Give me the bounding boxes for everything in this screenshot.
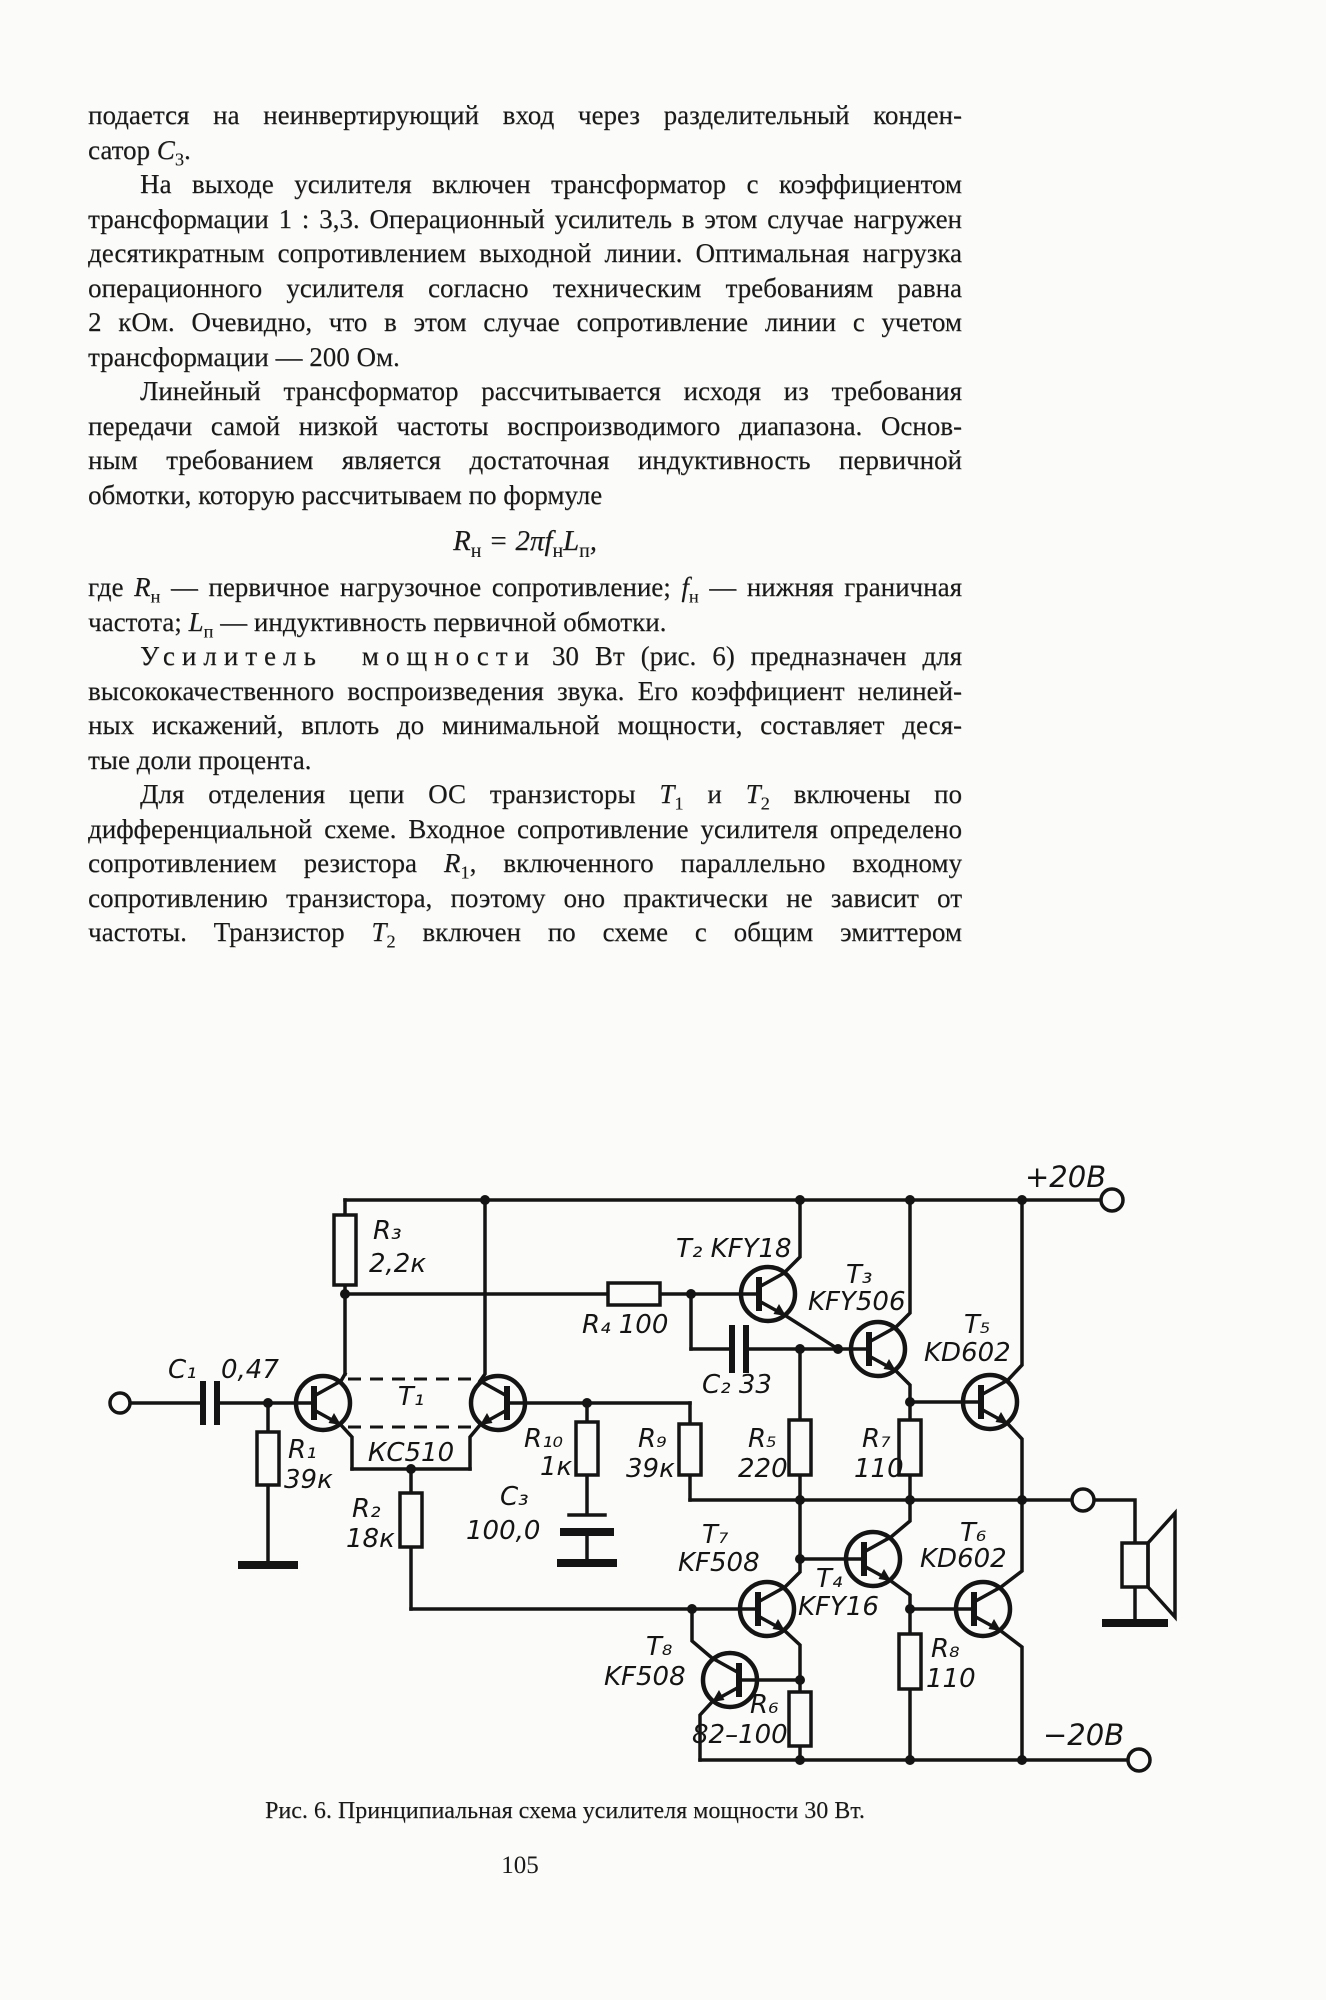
- text-line: где Rн — первичное нагрузочное сопротивл…: [88, 572, 962, 607]
- text-line: 2 кОм. Очевидно, что в этом случае сопро…: [88, 307, 962, 337]
- text-line: высококачественного воспроизведения звук…: [88, 675, 962, 706]
- r8-value: 110: [926, 1664, 976, 1694]
- t5-type: KD602: [924, 1338, 1011, 1368]
- resistor-r7: [897, 1418, 923, 1477]
- transistor-t6: [956, 1582, 1010, 1636]
- supply-negative-label: −20В: [1043, 1718, 1124, 1752]
- r6-value: 82–100: [692, 1720, 788, 1750]
- speaker-icon: [1120, 1508, 1177, 1622]
- circuit-diagram: +20В −20В С₁ 0,47 R₁ 39к Т₁ КС510 R₂ 18к…: [108, 1160, 1177, 1773]
- resistor-r3: [332, 1213, 358, 1287]
- junction-dots: [263, 1195, 1027, 1765]
- t5-label: Т₅: [964, 1310, 990, 1340]
- r2-label: R₂: [352, 1494, 381, 1524]
- resistor-r9: [677, 1422, 703, 1477]
- negative-supply-terminal: [1126, 1747, 1152, 1773]
- output-terminal: [1070, 1487, 1096, 1513]
- t7-label: Т₇: [702, 1520, 729, 1550]
- r10-label: R₁₀: [524, 1424, 563, 1454]
- transistor-t2: [741, 1267, 795, 1321]
- t4-label: Т₄: [816, 1564, 843, 1594]
- r3-label: R₃: [373, 1216, 402, 1246]
- r1-label: R₁: [288, 1435, 317, 1465]
- c1-label: С₁: [168, 1355, 197, 1385]
- transistor-t8: [703, 1653, 757, 1707]
- formula: Rн = 2πfнLп,: [453, 525, 597, 562]
- capacitor-c1: [200, 1381, 220, 1425]
- body-text: подается на неинвертирующий вход через р…: [88, 98, 963, 952]
- text-line: частоты. Транзистор Т2 включен по схеме …: [88, 917, 963, 952]
- r7-value: 110: [854, 1454, 904, 1484]
- t1-type: КС510: [368, 1438, 454, 1468]
- positive-supply-terminal: [1099, 1187, 1125, 1213]
- r3-value: 2,2к: [369, 1249, 426, 1279]
- text-line: Для отделения цепи ОС транзисторы Т1 и Т…: [140, 779, 962, 814]
- r2-value: 18к: [346, 1524, 395, 1554]
- c2-label: С₂ 33: [702, 1370, 772, 1400]
- c3-label: С₃: [500, 1482, 529, 1512]
- t8-label: Т₈: [646, 1632, 672, 1662]
- r9-value: 39к: [626, 1454, 675, 1484]
- text-line: сопротивлению транзистора, поэтому оно п…: [88, 882, 962, 913]
- transistor-t3: [851, 1322, 905, 1376]
- figure-caption: Рис. 6. Принципиальная схема усилителя м…: [265, 1798, 865, 1824]
- text-line: подается на неинвертирующий вход через р…: [88, 100, 962, 130]
- supply-positive-label: +20В: [1025, 1160, 1106, 1194]
- t7-type: KF508: [678, 1548, 760, 1578]
- resistor-r8: [897, 1632, 923, 1691]
- text-line: сопротивлением резистора R1, включенного…: [88, 848, 963, 883]
- t6-type: KD602: [920, 1544, 1007, 1574]
- resistor-r2: [398, 1491, 424, 1549]
- text-line: Линейный трансформатор рассчитывается ис…: [140, 376, 962, 406]
- t3-label: Т₃: [846, 1260, 872, 1290]
- text-line: трансформации — 200 Ом.: [88, 341, 400, 372]
- t3-type: KFY506: [808, 1287, 906, 1317]
- text-line: тые доли процента.: [88, 744, 312, 775]
- resistor-r10: [574, 1420, 600, 1477]
- r10-value: 1к: [540, 1452, 573, 1482]
- t2-label: Т₂ KFY18: [676, 1234, 792, 1264]
- transistor-t5: [963, 1375, 1017, 1429]
- r7-label: R₇: [862, 1424, 891, 1454]
- r1-value: 39к: [284, 1465, 333, 1495]
- transistor-t1-right: [471, 1376, 525, 1430]
- input-terminal: [108, 1391, 132, 1415]
- resistor-r4: [606, 1281, 662, 1307]
- text-line: трансформации 1 : 3,3. Операционный усил…: [88, 203, 962, 234]
- text-line: сатор С3.: [88, 134, 191, 169]
- text-line: дифференциальной схеме. Входное сопротив…: [88, 813, 962, 844]
- text-line: Усилитель мощности 30 Вт (рис. 6) предна…: [140, 641, 963, 671]
- r5-label: R₅: [748, 1424, 777, 1454]
- transistor-t1-left: [296, 1376, 350, 1430]
- text-line: частота; Lп — индуктивность первичной об…: [88, 606, 667, 641]
- t4-type: KFY16: [798, 1592, 879, 1622]
- r9-label: R₉: [638, 1424, 667, 1454]
- resistor-r6: [787, 1690, 813, 1748]
- text-line: обмотки, которую рассчитываем по формуле: [88, 479, 603, 510]
- c3-value: 100,0: [466, 1516, 540, 1546]
- page-number: 105: [501, 1852, 539, 1879]
- resistor-r1: [255, 1430, 281, 1487]
- r5-value: 220: [738, 1454, 788, 1484]
- transistor-t7: [740, 1582, 794, 1636]
- r6-label: R₆: [750, 1690, 779, 1720]
- t8-type: KF508: [604, 1662, 686, 1692]
- text-line: операционного усилителя согласно техниче…: [88, 272, 962, 303]
- wiring: [128, 1198, 1137, 1762]
- text-line: ным требованием является достаточная инд…: [88, 445, 962, 475]
- text-line: передачи самой низкой частоты воспроизво…: [88, 410, 962, 441]
- capacitor-c3: [560, 1513, 614, 1536]
- capacitor-c2: [729, 1325, 749, 1373]
- text-line: десятикратным сопротивлением выходной ли…: [88, 238, 962, 268]
- text-line: На выходе усилителя включен трансформато…: [140, 169, 962, 199]
- resistor-r5: [787, 1418, 813, 1477]
- transistor-t4: [846, 1532, 900, 1586]
- r4-label: R₄ 100: [582, 1310, 668, 1340]
- t1-label: Т₁: [398, 1382, 424, 1412]
- t6-label: Т₆: [960, 1518, 986, 1548]
- text-line: ных искажений, вплоть до минимальной мощ…: [88, 710, 962, 740]
- c1-value: 0,47: [221, 1355, 279, 1385]
- r8-label: R₈: [931, 1634, 960, 1664]
